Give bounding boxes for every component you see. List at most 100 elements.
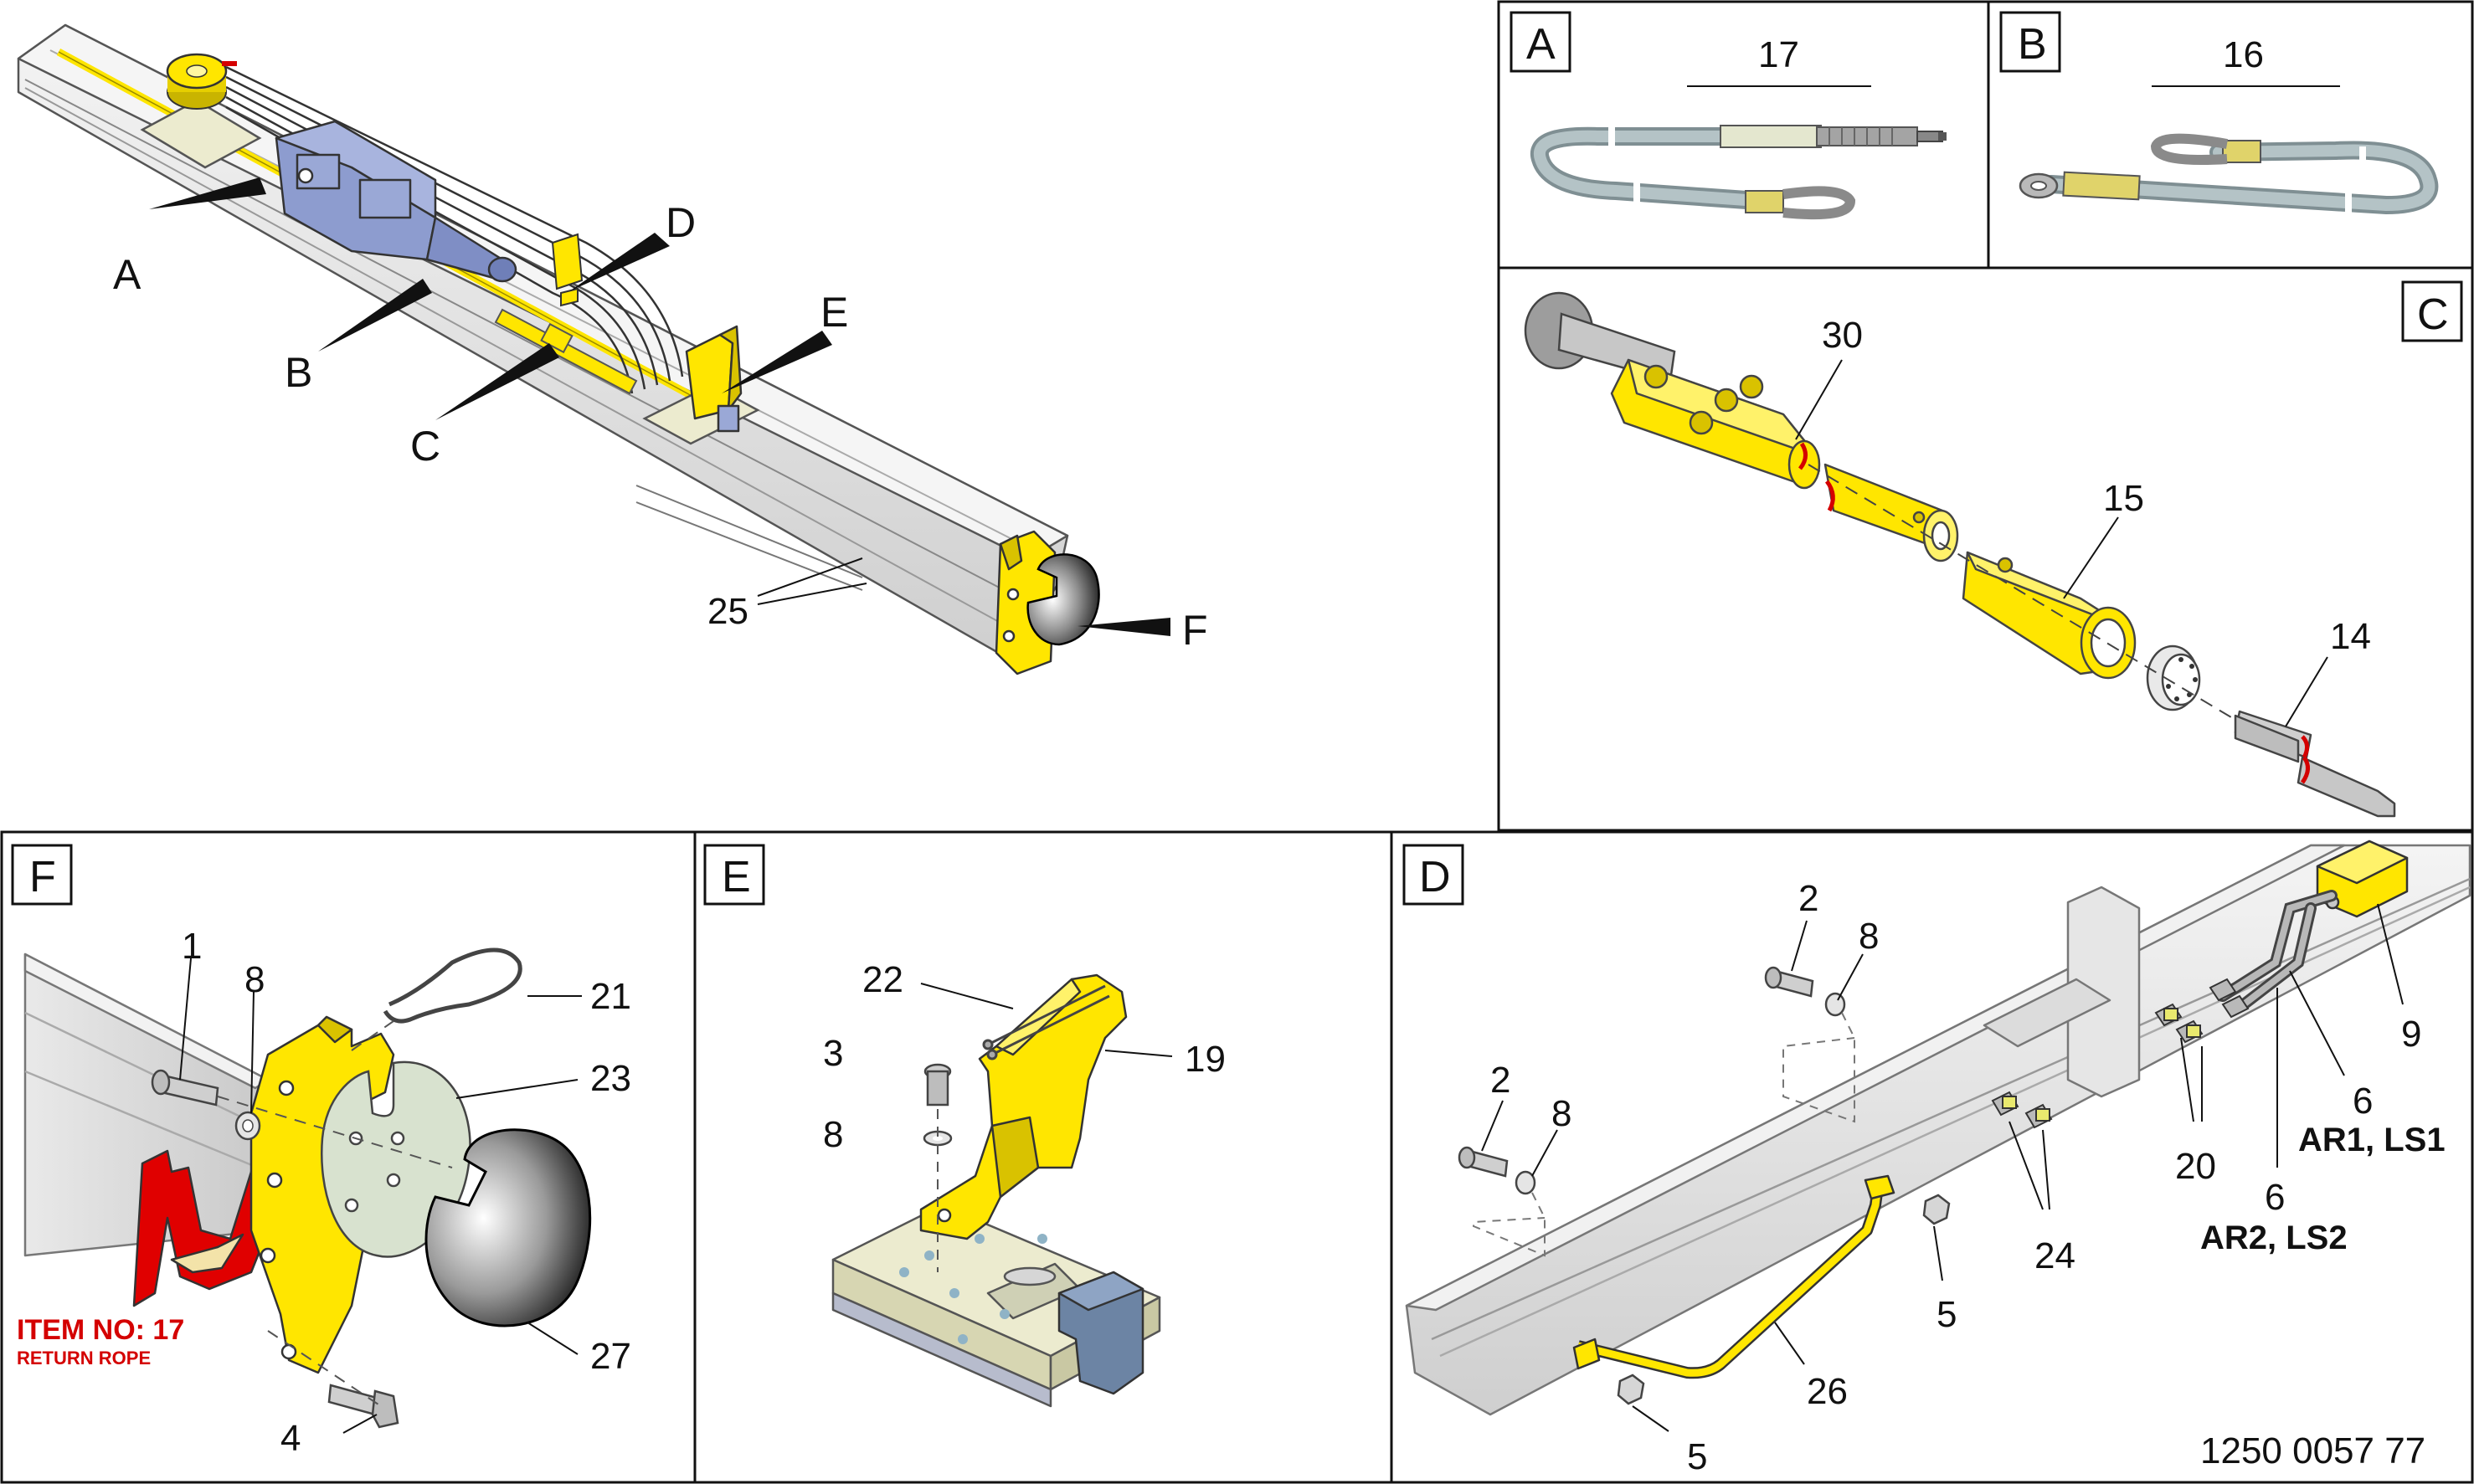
overview-counterweight (1026, 553, 1100, 646)
part-14-label: 14 (2330, 616, 2371, 657)
panel-b-part-label: 16 (2223, 34, 2264, 75)
panel-c-letter: C (2417, 290, 2449, 339)
overview-callout-pointers (149, 177, 1170, 636)
panel-d: D (1402, 840, 2471, 1477)
sensors-24 (1991, 1091, 2053, 1129)
panel-f-rail (23, 953, 270, 1257)
part-24-label: 24 (2034, 1235, 2075, 1276)
part-8b-label: 8 (1551, 1093, 1571, 1134)
panel-e-leaders (920, 983, 1173, 1057)
callout-a-label: A (113, 251, 141, 298)
clip-pin-21 (383, 947, 522, 1024)
panel-c-leaders (1795, 359, 2328, 727)
callout-d-label: D (666, 199, 696, 246)
rope-16 (2019, 133, 2439, 243)
part-6b-label: 6 (2265, 1177, 2285, 1218)
coupling-housing-30 (1610, 358, 1821, 490)
panel-a: A 17 (1510, 11, 1947, 220)
cables-6 (2217, 890, 2338, 1010)
panel-d-rail (1405, 844, 2471, 1416)
callout-c-label: C (410, 423, 440, 470)
panel-b-letter: B (2018, 20, 2047, 69)
counterweight-27 (424, 1128, 592, 1327)
document-number: 1250 0057 77 (2200, 1430, 2425, 1471)
bolt-2-upper (1764, 966, 1814, 998)
return-rope-profile (132, 1095, 295, 1307)
part-8e-label: 8 (823, 1114, 843, 1155)
callout-b-label: B (285, 349, 312, 396)
part-5a-label: 5 (1937, 1294, 1957, 1335)
callout-pointer-b (318, 279, 432, 352)
part-1-label: 1 (182, 926, 202, 967)
bolt-4 (327, 1384, 399, 1429)
panel-d-letter: D (1419, 853, 1451, 901)
panel-e-letter: E (722, 853, 751, 901)
handle-26 (1572, 1174, 1895, 1379)
panel-b-letter-box (1999, 11, 2061, 73)
part-19-label: 19 (1185, 1039, 1226, 1080)
item-number-title: ITEM NO: 17 (17, 1314, 184, 1346)
panel-a-part-label: 17 (1758, 34, 1799, 75)
part-27-label: 27 (590, 1336, 631, 1377)
bracket-19 (919, 973, 1128, 1240)
clamp-ring (2146, 644, 2201, 711)
part-23-label: 23 (590, 1058, 631, 1099)
rod-22 (982, 984, 1110, 1060)
panel-c-letter-box (2401, 280, 2463, 342)
return-rope-17 (1530, 117, 1947, 220)
callout-pointer-f (1078, 618, 1170, 636)
part-30-label: 30 (1822, 315, 1863, 356)
overview-bracket-e (685, 325, 743, 433)
part-20-label: 20 (2175, 1146, 2216, 1187)
panel-b: B 16 (1999, 11, 2439, 243)
callout-pointer-e (722, 331, 832, 393)
part-15-label: 15 (2103, 478, 2144, 519)
bolt-3 (923, 1063, 952, 1107)
callout-pointer-c (435, 343, 559, 420)
panel-d-leaders (1481, 903, 2404, 1432)
panel-e-letter-box (703, 844, 765, 906)
part-2a-label: 2 (1798, 878, 1818, 919)
panel-f-leaders (179, 958, 582, 1434)
motor-sled-plate (140, 99, 262, 169)
part-3-label: 3 (823, 1033, 843, 1074)
overview-coupling (494, 308, 638, 395)
panel-c-frame (1497, 266, 2474, 832)
callout-pointer-d (569, 233, 670, 291)
panel-c-axis (1808, 464, 2236, 721)
nut-5-lower (1617, 1374, 1645, 1405)
note-ar2-ls2: AR2, LS2 (2200, 1220, 2348, 1256)
overview-illustration: A B C D E F 25 (17, 23, 1208, 675)
panel-f-letter-box (11, 844, 73, 906)
item-number-subtitle: RETURN ROPE (17, 1348, 151, 1368)
panel-a-letter-box (1510, 11, 1571, 73)
drive-motor (275, 120, 517, 283)
panel-d-letter-box (1402, 844, 1464, 906)
panel-a-letter: A (1526, 20, 1556, 69)
shaft-30 (1524, 291, 1676, 383)
part-8-label: 8 (244, 959, 265, 1000)
panel-d-dashed-guides (1473, 1012, 1855, 1257)
panel-e: E (703, 844, 1226, 1408)
bolt-1 (151, 1069, 219, 1107)
sensors-20 (2154, 978, 2250, 1044)
part-9-label: 9 (2401, 1014, 2421, 1055)
bolt-2-lower (1458, 1146, 1509, 1178)
shaft-14 (2234, 710, 2396, 818)
part-2b-label: 2 (1490, 1060, 1510, 1101)
callout-e-label: E (820, 289, 848, 336)
leader-25 (757, 557, 867, 605)
panel-f-axes (217, 1020, 453, 1407)
part-8a-label: 8 (1859, 916, 1879, 957)
washer-8-lower (1515, 1170, 1536, 1195)
drive-pulley (166, 53, 237, 110)
part-6a-label: 6 (2353, 1081, 2373, 1122)
junction-box-9 (2316, 840, 2409, 918)
nut-5-upper (1922, 1194, 1951, 1225)
panel-f: F (11, 844, 631, 1459)
part-25-label: 25 (707, 591, 748, 632)
callout-f-label: F (1182, 607, 1208, 654)
part-21-label: 21 (590, 976, 631, 1017)
